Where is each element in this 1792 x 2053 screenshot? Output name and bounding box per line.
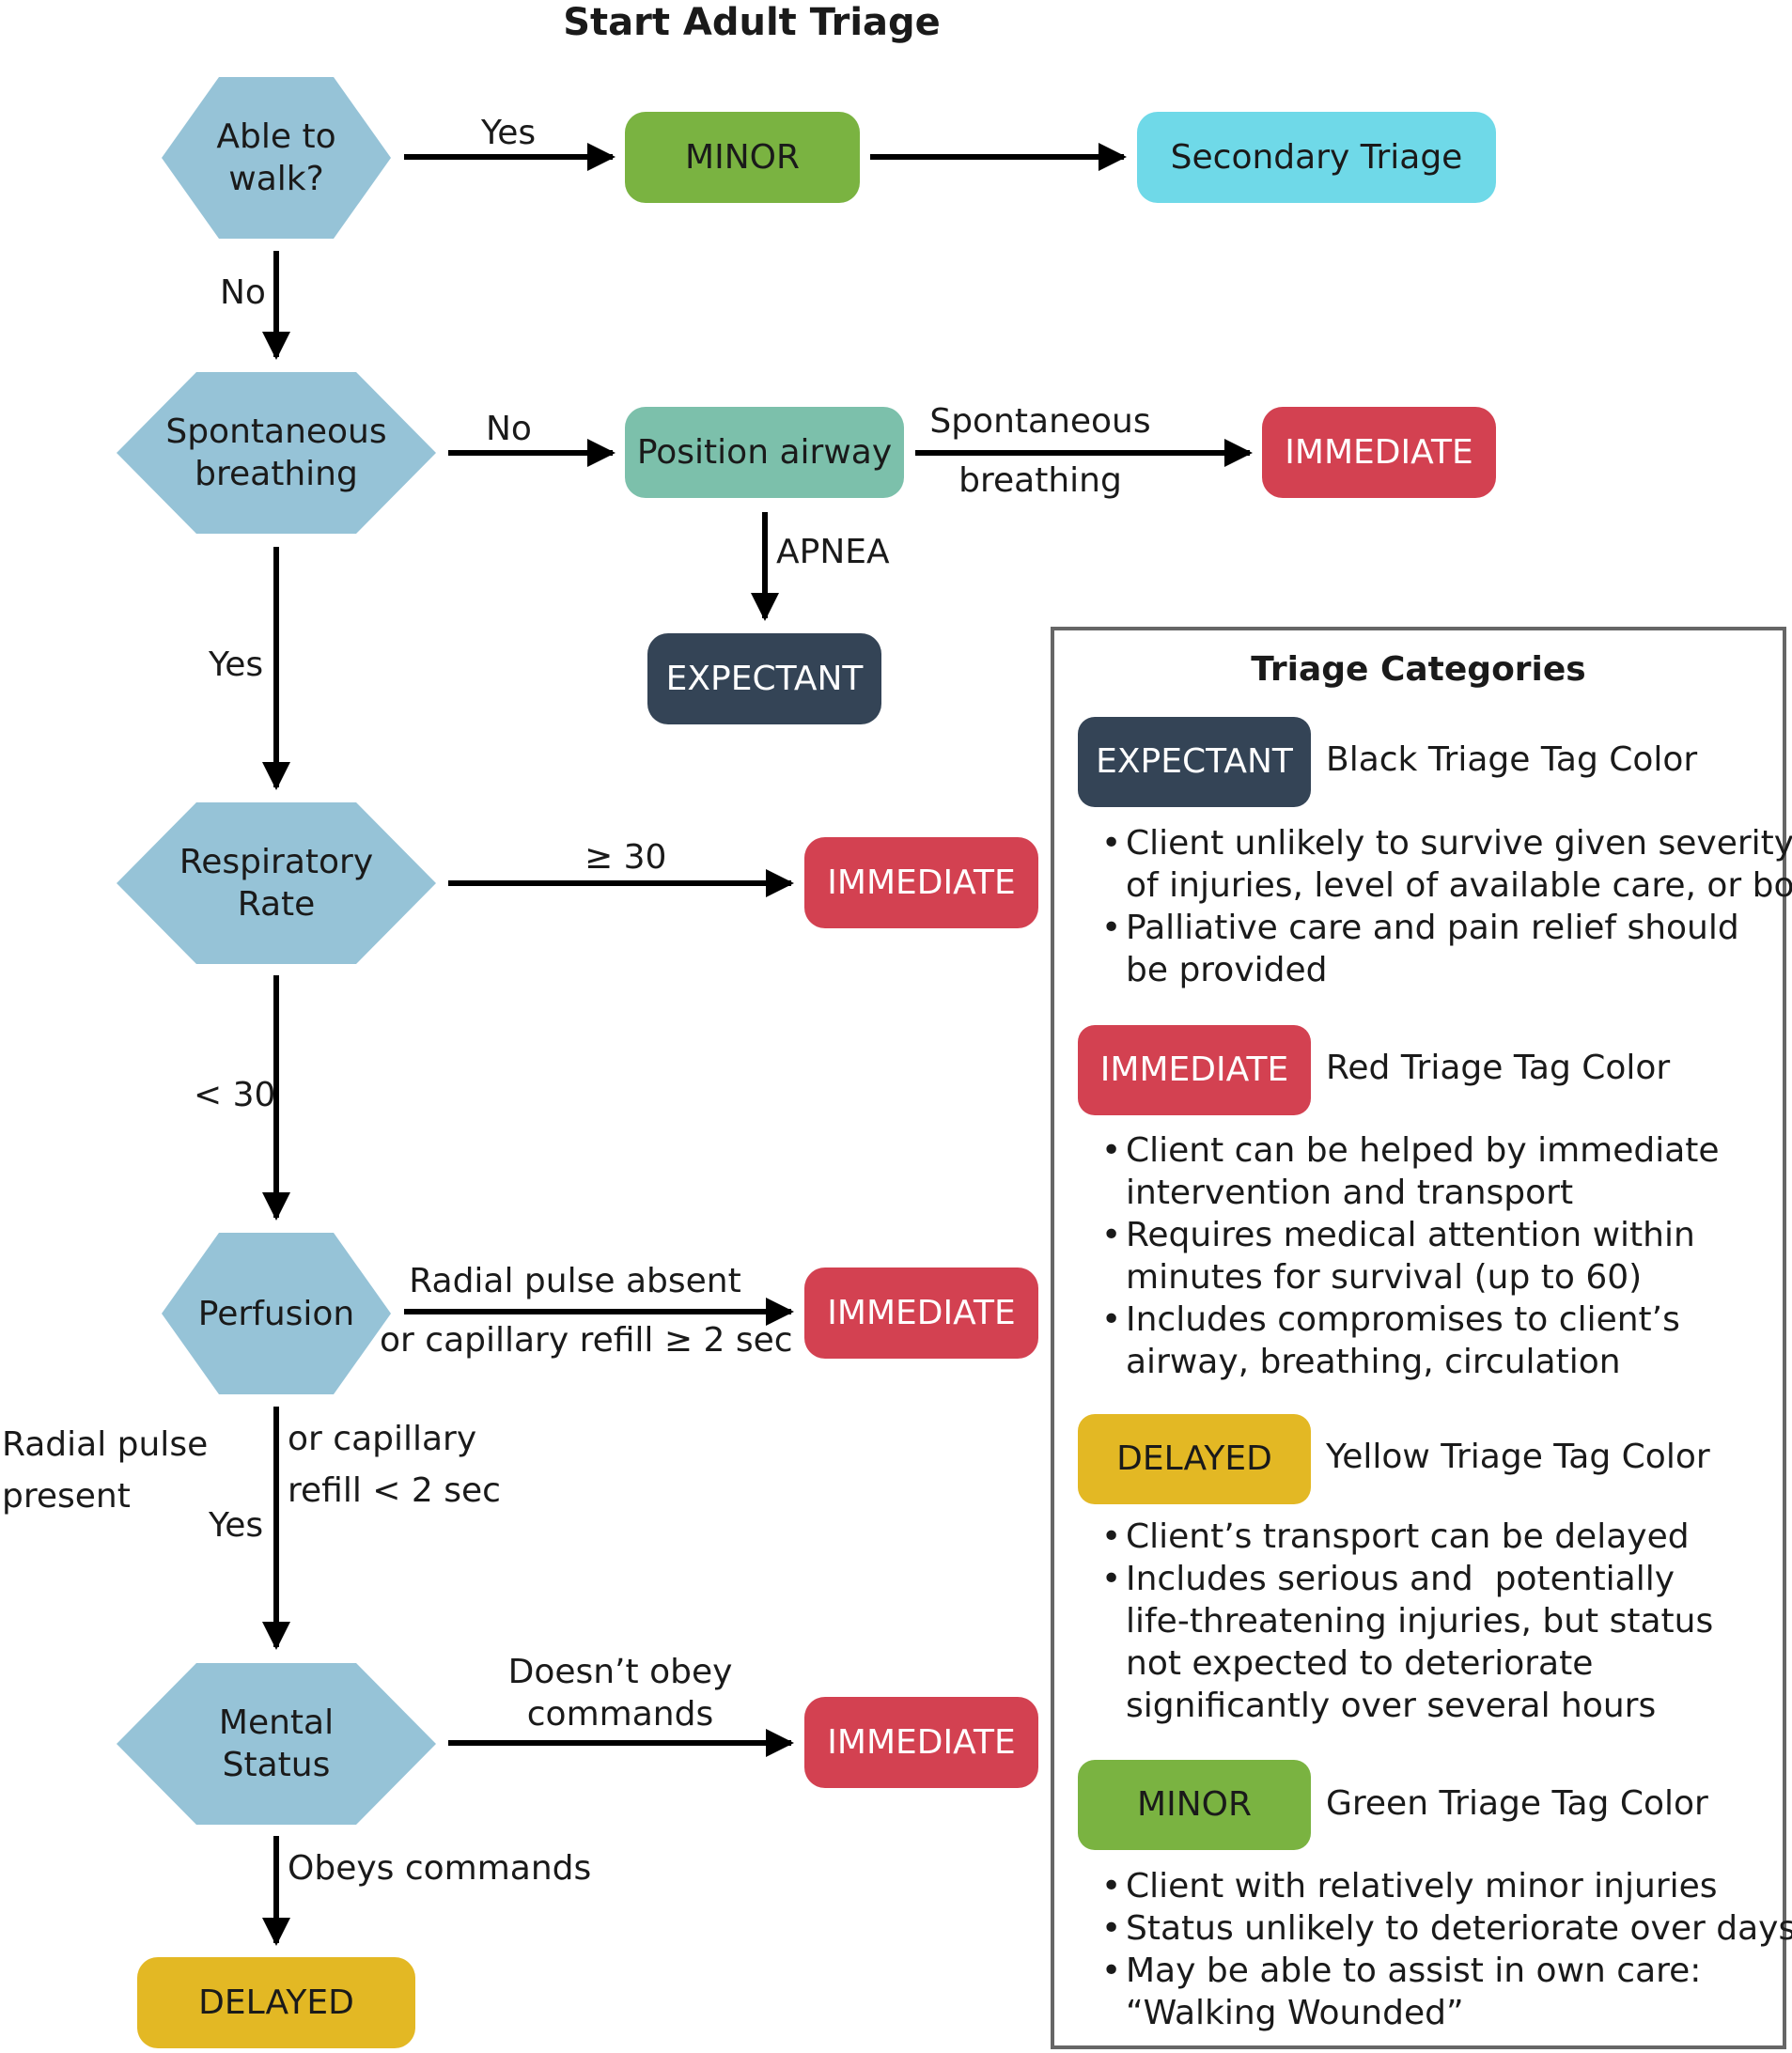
outcome-immediate-perfusion: IMMEDIATE (804, 1268, 1038, 1359)
legend-bullet: Client’s transport can be delayed (1101, 1516, 1713, 1558)
edge-label-perfusion-present-2: present (2, 1477, 131, 1516)
legend-bullet: Client unlikely to survive given severit… (1101, 822, 1792, 907)
decision-respiratory-rate: Respiratory Rate (117, 802, 436, 964)
outcome-immediate-airway: IMMEDIATE (1262, 407, 1496, 498)
edge-label-mental-no-2: commands (526, 1695, 714, 1734)
edge-label-perfusion-absent-1: Radial pulse absent (409, 1262, 741, 1300)
edge-label-apnea: APNEA (776, 533, 890, 571)
legend-color-expectant: Black Triage Tag Color (1326, 740, 1698, 779)
legend-bullet: Includes serious and potentially life-th… (1101, 1558, 1713, 1727)
legend-tag-expectant: EXPECTANT (1078, 717, 1311, 807)
edge-label-breathing: breathing (958, 461, 1122, 500)
legend-tag-delayed: DELAYED (1078, 1414, 1311, 1504)
legend-color-immediate: Red Triage Tag Color (1326, 1049, 1671, 1087)
triage-categories-legend: Triage Categories EXPECTANT Black Triage… (1051, 627, 1792, 2049)
legend-bullets-immediate: Client can be helped by immediate interv… (1101, 1129, 1720, 1383)
edge-label-breathing-yes: Yes (209, 645, 264, 684)
outcome-immediate-rr: IMMEDIATE (804, 837, 1038, 928)
legend-bullets-minor: Client with relatively minor injuries St… (1101, 1865, 1792, 2034)
action-position-airway: Position airway (625, 407, 904, 498)
legend-color-delayed: Yellow Triage Tag Color (1326, 1438, 1710, 1476)
legend-tag-immediate: IMMEDIATE (1078, 1025, 1311, 1115)
edge-label-breathing-no: No (486, 410, 532, 448)
outcome-delayed: DELAYED (137, 1957, 415, 2048)
edge-label-rr-ge30: ≥ 30 (584, 838, 667, 877)
edge-label-perfusion-present-3: or capillary (288, 1420, 477, 1458)
outcome-secondary-triage: Secondary Triage (1137, 112, 1496, 203)
legend-bullet: Palliative care and pain relief should b… (1101, 907, 1792, 991)
legend-bullet: Client can be helped by immediate interv… (1101, 1129, 1720, 1214)
edge-label-perfusion-yes: Yes (209, 1506, 264, 1545)
edge-label-perfusion-present-4: refill < 2 sec (288, 1471, 501, 1510)
edge-label-mental-yes: Obeys commands (288, 1849, 592, 1888)
legend-bullets-expectant: Client unlikely to survive given severit… (1101, 822, 1792, 991)
edge-label-perfusion-present-1: Radial pulse (2, 1425, 209, 1464)
legend-bullet: Includes compromises to client’s airway,… (1101, 1299, 1720, 1383)
outcome-expectant: EXPECTANT (647, 633, 881, 724)
edge-label-spontaneous: Spontaneous (929, 402, 1151, 441)
legend-bullet: Requires medical attention within minute… (1101, 1214, 1720, 1299)
legend-title: Triage Categories (1251, 650, 1586, 689)
edge-label-perfusion-absent-2: or capillary refill ≥ 2 sec (380, 1321, 793, 1360)
edge-label-walk-yes: Yes (481, 114, 537, 152)
outcome-minor: MINOR (625, 112, 860, 203)
edge-label-rr-lt30: < 30 (194, 1076, 276, 1114)
legend-bullet: Client with relatively minor injuries (1101, 1865, 1792, 1907)
edge-label-mental-no-1: Doesn’t obey (507, 1653, 733, 1691)
legend-bullets-delayed: Client’s transport can be delayed Includ… (1101, 1516, 1713, 1727)
page-title: Start Adult Triage (563, 1, 941, 44)
legend-bullet: Status unlikely to deteriorate over days (1101, 1907, 1792, 1950)
outcome-immediate-mental: IMMEDIATE (804, 1697, 1038, 1788)
legend-tag-minor: MINOR (1078, 1760, 1311, 1850)
legend-bullet: May be able to assist in own care: “Walk… (1101, 1950, 1792, 2034)
legend-color-minor: Green Triage Tag Color (1326, 1784, 1708, 1823)
edge-label-walk-no: No (220, 273, 266, 312)
